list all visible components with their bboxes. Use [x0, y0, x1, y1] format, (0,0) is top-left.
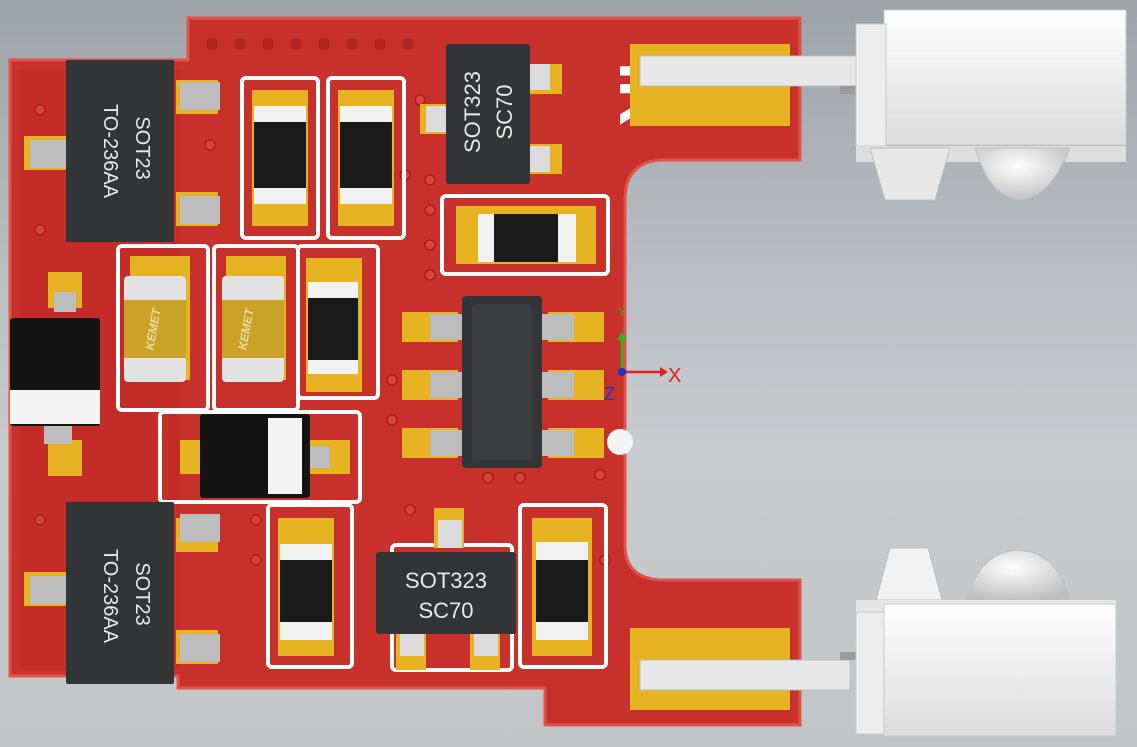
capacitor-c1[interactable]: KEMET	[124, 256, 190, 382]
resistor-r2[interactable]	[338, 90, 394, 226]
axis-x-label: X	[668, 365, 681, 387]
ic-u3-soic[interactable]	[402, 296, 604, 468]
diode-d2[interactable]	[180, 414, 350, 498]
ir-receiver-bottom[interactable]	[855, 547, 1117, 737]
ir-emitter-top[interactable]	[855, 9, 1127, 201]
u1-variant-label: SC70	[492, 84, 517, 139]
resistor-r4[interactable]	[306, 258, 362, 392]
q2-variant-label: TO-236AA	[99, 549, 121, 644]
diode-d1[interactable]	[10, 272, 100, 476]
u1-package-label: SOT323	[460, 71, 485, 153]
q1-variant-label: TO-236AA	[99, 104, 121, 199]
q2-sot23[interactable]: SOT23 TO-236AA	[24, 502, 220, 684]
axis-y-label: Y	[618, 305, 626, 319]
axis-gizmo: X Y Z	[604, 305, 681, 404]
q2-package-label: SOT23	[131, 562, 153, 625]
vias	[34, 94, 611, 566]
u2-package-label: SOT323	[405, 568, 487, 593]
ir-bottom-lead	[630, 628, 870, 710]
resistor-r3[interactable]	[456, 206, 596, 264]
resistor-r6[interactable]	[532, 518, 592, 656]
header-holes	[206, 38, 414, 50]
u1-sot323[interactable]: SOT323 SC70	[420, 44, 562, 184]
q1-package-label: SOT23	[131, 116, 153, 179]
fiducial	[607, 429, 633, 455]
ir-top-lead	[630, 44, 881, 126]
u2-variant-label: SC70	[418, 598, 473, 623]
resistor-r1[interactable]	[252, 90, 308, 226]
axis-z-label: Z	[604, 384, 615, 404]
capacitor-c2[interactable]: KEMET	[222, 256, 286, 382]
resistor-r5[interactable]	[278, 518, 334, 656]
q1-sot23[interactable]: SOT23 TO-236AA	[24, 60, 220, 242]
u2-sot323[interactable]: SOT323 SC70	[376, 508, 516, 670]
